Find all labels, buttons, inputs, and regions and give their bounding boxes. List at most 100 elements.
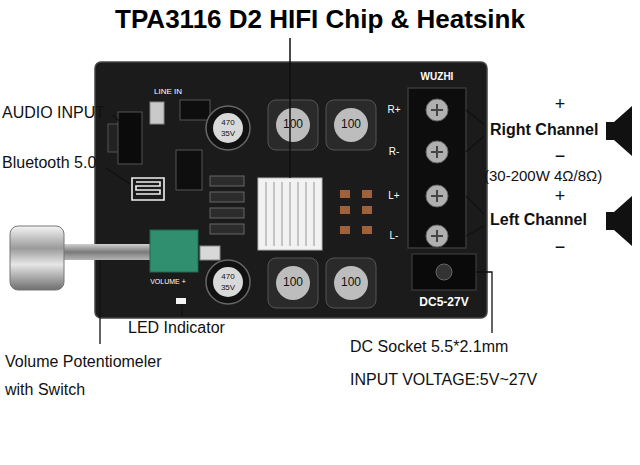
spec-label: INPUT VOLTAGE:5V~27V <box>350 371 537 389</box>
leader-line <box>476 272 492 333</box>
label-holder: R- <box>389 146 400 158</box>
component-value: 35V <box>221 283 235 292</box>
component-value: 100 <box>283 118 303 132</box>
label-holder: AUDIO INPUT <box>2 104 105 122</box>
volume-knob <box>10 226 64 290</box>
smd-part <box>210 176 244 186</box>
label-holder: Right Channel <box>490 121 598 139</box>
silkscreen-text: VOLUME + <box>150 278 186 286</box>
label-holder: 100 <box>283 118 303 132</box>
smd-capacitor <box>362 226 372 234</box>
component-value: 100 <box>341 276 361 290</box>
input-switch <box>150 102 164 124</box>
polarity-sign: − <box>555 146 566 167</box>
electrolytic-capacitor <box>206 106 250 150</box>
inductor-core <box>276 108 310 142</box>
leader-line <box>113 115 119 121</box>
electrolytic-capacitor <box>206 260 250 304</box>
led <box>176 298 186 304</box>
smd-capacitor <box>362 190 372 198</box>
pin-name: R- <box>389 146 400 158</box>
bracket-line <box>466 196 484 236</box>
inductor <box>268 258 318 308</box>
silkscreen-text: LINE IN <box>154 87 182 96</box>
volume-potentiometer <box>150 230 198 272</box>
polarity-sign: + <box>555 94 566 115</box>
label-holder: + <box>555 94 566 115</box>
leader-line <box>99 261 100 344</box>
label-holder: − <box>555 237 566 258</box>
label-holder: DC Socket 5.5*2.1mm <box>350 338 508 356</box>
component-value: 100 <box>283 276 303 290</box>
pcb-board <box>95 62 487 318</box>
leader-line <box>181 305 182 317</box>
channel-label: Right Channel <box>490 121 598 139</box>
polarity-sign: − <box>555 237 566 258</box>
label-holder: L- <box>390 230 399 242</box>
ic-chip <box>180 100 210 120</box>
label-holder: DC5-27V <box>419 296 468 310</box>
inductor-core <box>334 266 368 300</box>
label-holder: L+ <box>388 190 399 202</box>
component-value: 100 <box>341 118 361 132</box>
smd-capacitor <box>340 190 350 198</box>
label-holder: 470 <box>221 272 234 281</box>
callout-label: Volume Potentiomeler with Switch <box>5 348 170 404</box>
speaker-icon <box>606 196 632 246</box>
heatsink <box>258 178 322 250</box>
spec-label: (30-200W 4Ω/8Ω) <box>484 167 602 184</box>
audio-jack <box>118 112 142 164</box>
label-holder: 100 <box>283 276 303 290</box>
diagram-title: TPA3116 D2 HIFI Chip & Heatsink <box>115 5 525 35</box>
smd-capacitor <box>340 226 350 234</box>
callout-label: AUDIO INPUT <box>2 104 105 122</box>
channel-label: Left Channel <box>490 211 587 229</box>
dc-socket <box>412 254 476 290</box>
label-holder: Left Channel <box>490 211 587 229</box>
inductor-core <box>334 108 368 142</box>
label-holder: VOLUME + <box>150 278 186 286</box>
ic-chip <box>176 150 202 190</box>
component-value: 35V <box>221 129 235 138</box>
label-holder: − <box>555 146 566 167</box>
inductor-core <box>276 266 310 300</box>
heatsink-fins <box>266 182 314 246</box>
label-holder: Bluetooth 5.0 <box>2 154 96 172</box>
bluetooth-antenna <box>132 178 164 200</box>
terminal-block <box>408 88 466 248</box>
smd-capacitor <box>340 206 350 214</box>
leader-line <box>106 168 130 184</box>
inductor <box>326 100 376 150</box>
label-holder: WUZHI <box>421 71 454 83</box>
polarity-sign: + <box>555 186 566 207</box>
label-holder: 35V <box>221 283 235 292</box>
label-holder: 100 <box>341 118 361 132</box>
silkscreen-text: DC5-27V <box>419 296 468 310</box>
leader-line <box>289 38 291 178</box>
inductor <box>268 100 318 150</box>
label-holder: 35V <box>221 129 235 138</box>
capacitor-top <box>213 113 243 143</box>
pin-name: L- <box>390 230 399 242</box>
label-holder: R+ <box>387 104 400 116</box>
smd-part <box>210 192 244 202</box>
label-holder: 470 <box>221 118 234 127</box>
label-holder: 100 <box>341 276 361 290</box>
speaker-icon <box>606 106 632 156</box>
label-holder: LINE IN <box>154 87 182 96</box>
component-value: 470 <box>221 272 234 281</box>
callout-label: Bluetooth 5.0 <box>2 154 96 172</box>
callout-label: DC Socket 5.5*2.1mm <box>350 338 508 356</box>
title-holder: TPA3116 D2 HIFI Chip & Heatsink <box>115 5 525 35</box>
pot-shaft <box>62 244 150 260</box>
smd-part <box>210 208 244 218</box>
label-holder: (30-200W 4Ω/8Ω) <box>484 167 602 184</box>
component-value: 470 <box>221 118 234 127</box>
crystal <box>200 246 220 260</box>
dc-socket-hole <box>436 264 452 280</box>
capacitor-top <box>213 267 243 297</box>
smd-part <box>210 224 244 234</box>
callout-label: LED Indicator <box>128 319 225 337</box>
